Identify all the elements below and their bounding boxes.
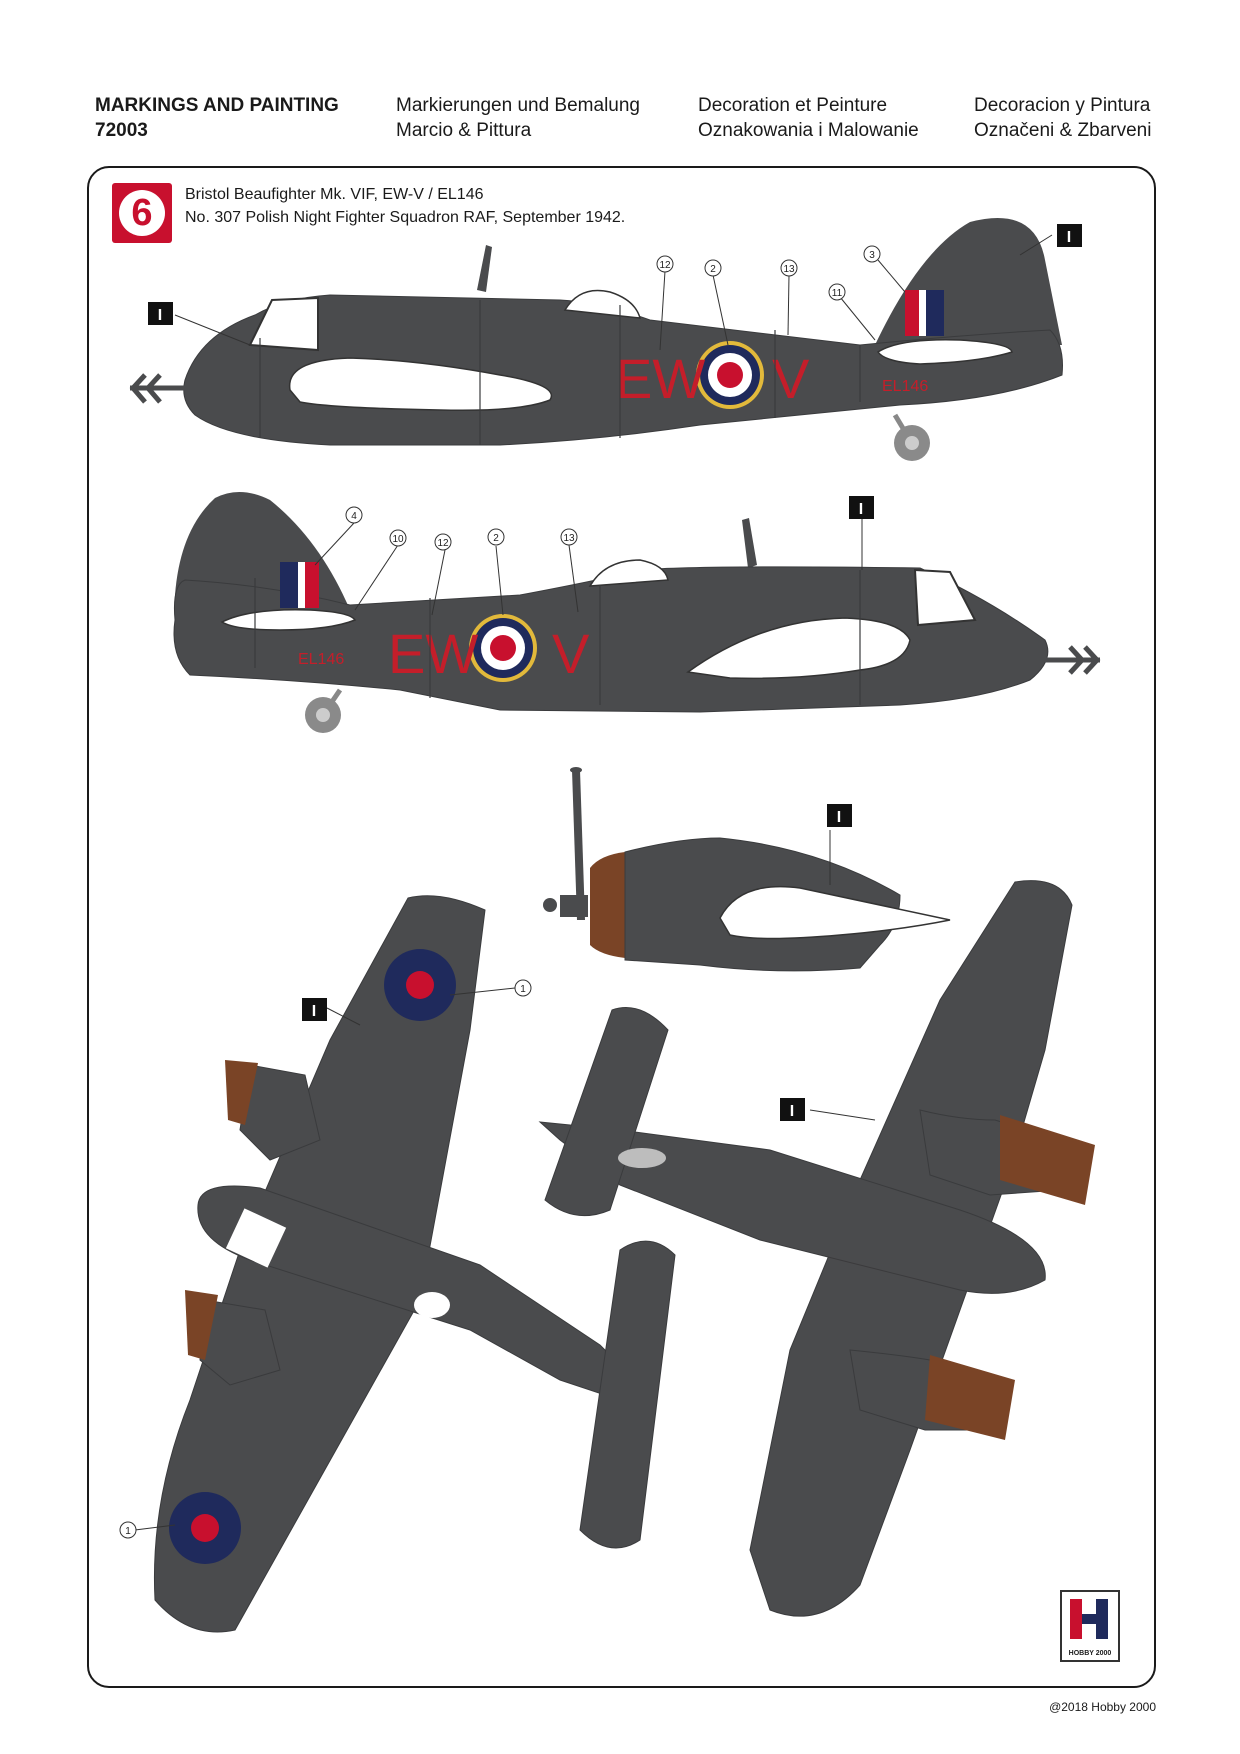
- scheme-aircraft: Bristol Beaufighter Mk. VIF, EW-V / EL14…: [185, 186, 484, 203]
- callout-11-a: 12: [659, 260, 671, 271]
- paint-ref-6: I: [790, 1103, 794, 1120]
- callout-1-a: 1: [520, 984, 526, 995]
- header-col-english: MARKINGS AND PAINTING 72003: [95, 93, 339, 143]
- header-col-german-italian: Markierungen und Bemalung Marcio & Pittu…: [396, 93, 640, 143]
- scheme-number: 6: [119, 190, 165, 236]
- scheme-frame: [87, 166, 1156, 1688]
- header-title-fr: Decoration et Peinture: [698, 95, 888, 116]
- header-title-pl: Oznakowania i Malowanie: [698, 120, 919, 141]
- callout-12: 13: [783, 264, 795, 275]
- h-logo-icon: [1067, 1596, 1111, 1642]
- paint-ref-1: I: [158, 307, 162, 324]
- code-left-side-v: V: [772, 347, 810, 410]
- code-right-side-v: V: [552, 622, 590, 685]
- header-title-en: MARKINGS AND PAINTING: [95, 95, 339, 116]
- code-left-side-ew: EW: [615, 347, 705, 410]
- bottom-plan-view: I: [538, 880, 1095, 1617]
- header-title-de: Markierungen und Bemalung: [396, 95, 640, 116]
- callout-13: 13: [563, 533, 575, 544]
- header-title-cz: Označeni & Zbarveni: [974, 120, 1152, 141]
- callout-10-b: 10: [392, 534, 404, 545]
- serial-right-side: EL146: [298, 651, 344, 668]
- nacelle-detail-view: I: [543, 767, 951, 972]
- copyright: @2018 Hobby 2000: [1049, 1700, 1156, 1714]
- scheme-title: Bristol Beaufighter Mk. VIF, EW-V / EL14…: [185, 183, 625, 229]
- callout-10-a: 11: [832, 288, 843, 299]
- top-plan-view: I 1 1: [119, 895, 676, 1633]
- header-col-spanish-czech: Decoracion y Pintura Označeni & Zbarveni: [974, 93, 1151, 143]
- callout-2-a: 2: [710, 264, 716, 275]
- callout-1-b: 1: [125, 1526, 131, 1537]
- callout-4: 4: [351, 511, 357, 522]
- code-right-side-ew: EW: [388, 622, 478, 685]
- paint-ref-2: I: [1067, 229, 1071, 246]
- right-profile-view: EW V EL146 I 4 10 12 2 13: [173, 491, 1101, 733]
- callout-11-b: 12: [437, 538, 449, 549]
- scheme-number-badge: 6: [112, 183, 172, 243]
- logo-text: HOBBY 2000: [1068, 1650, 1112, 1657]
- scheme-unit: No. 307 Polish Night Fighter Squadron RA…: [185, 209, 626, 226]
- hobby-2000-logo: HOBBY 2000: [1060, 1590, 1120, 1662]
- header-title-es: Decoracion y Pintura: [974, 95, 1151, 116]
- left-profile-view: EW V EL146 I I 12 2 13 3 11: [129, 217, 1082, 461]
- paint-ref-4: I: [837, 809, 841, 826]
- paint-ref-5: I: [312, 1003, 316, 1020]
- header-col-french-polish: Decoration et Peinture Oznakowania i Mal…: [698, 93, 919, 143]
- header-title-it: Marcio & Pittura: [396, 120, 532, 141]
- kit-number: 72003: [95, 120, 148, 141]
- paint-ref-3: I: [859, 501, 863, 518]
- callout-3: 3: [869, 250, 875, 261]
- callout-2-b: 2: [493, 533, 499, 544]
- serial-left-side: EL146: [882, 378, 928, 395]
